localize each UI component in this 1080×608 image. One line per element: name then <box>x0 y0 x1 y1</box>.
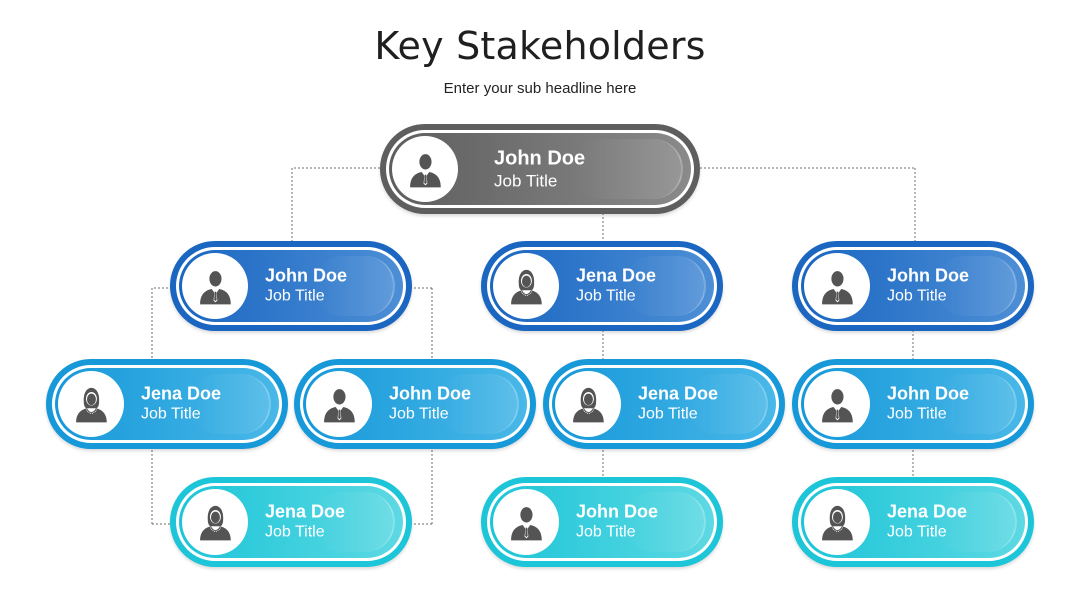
node-job-title: Job Title <box>265 523 325 541</box>
male-avatar-icon <box>804 371 870 437</box>
node-level3-1: Jena Doe Job Title <box>46 359 288 449</box>
female-avatar-icon <box>804 489 870 555</box>
male-avatar-icon <box>392 136 458 202</box>
node-name: John Doe <box>887 265 970 286</box>
male-avatar-icon <box>804 253 870 319</box>
node-name: John Doe <box>265 265 348 286</box>
node-level3-3: Jena Doe Job Title <box>543 359 785 449</box>
page-title: Key Stakeholders <box>374 24 706 68</box>
node-job-title: Job Title <box>141 405 201 423</box>
node-root: John Doe Job Title <box>380 124 700 214</box>
node-job-title: Job Title <box>576 523 636 541</box>
node-name: John Doe <box>887 383 970 404</box>
node-level2-left: John Doe Job Title <box>170 241 412 331</box>
node-level4-left: Jena Doe Job Title <box>170 477 412 567</box>
node-level2-right: John Doe Job Title <box>792 241 1034 331</box>
node-name: John Doe <box>494 147 586 170</box>
male-avatar-icon <box>182 253 248 319</box>
node-job-title: Job Title <box>265 287 325 305</box>
node-name: Jena Doe <box>141 383 222 404</box>
node-job-title: Job Title <box>389 405 449 423</box>
node-name: Jena Doe <box>887 501 968 522</box>
node-job-title: Job Title <box>638 405 698 423</box>
node-level3-2: John Doe Job Title <box>294 359 536 449</box>
node-level4-middle: John Doe Job Title <box>481 477 723 567</box>
node-job-title: Job Title <box>887 405 947 423</box>
female-avatar-icon <box>182 489 248 555</box>
node-level3-4: John Doe Job Title <box>792 359 1034 449</box>
node-job-title: Job Title <box>576 287 636 305</box>
node-name: John Doe <box>389 383 472 404</box>
node-job-title: Job Title <box>494 171 558 191</box>
node-name: John Doe <box>576 501 659 522</box>
node-name: Jena Doe <box>638 383 719 404</box>
male-avatar-icon <box>306 371 372 437</box>
node-level2-middle: Jena Doe Job Title <box>481 241 723 331</box>
male-avatar-icon <box>493 489 559 555</box>
female-avatar-icon <box>493 253 559 319</box>
node-job-title: Job Title <box>887 287 947 305</box>
female-avatar-icon <box>58 371 124 437</box>
node-job-title: Job Title <box>887 523 947 541</box>
node-name: Jena Doe <box>576 265 657 286</box>
page-subtitle: Enter your sub headline here <box>443 80 637 97</box>
node-name: Jena Doe <box>265 501 346 522</box>
female-avatar-icon <box>555 371 621 437</box>
node-level4-right: Jena Doe Job Title <box>792 477 1034 567</box>
